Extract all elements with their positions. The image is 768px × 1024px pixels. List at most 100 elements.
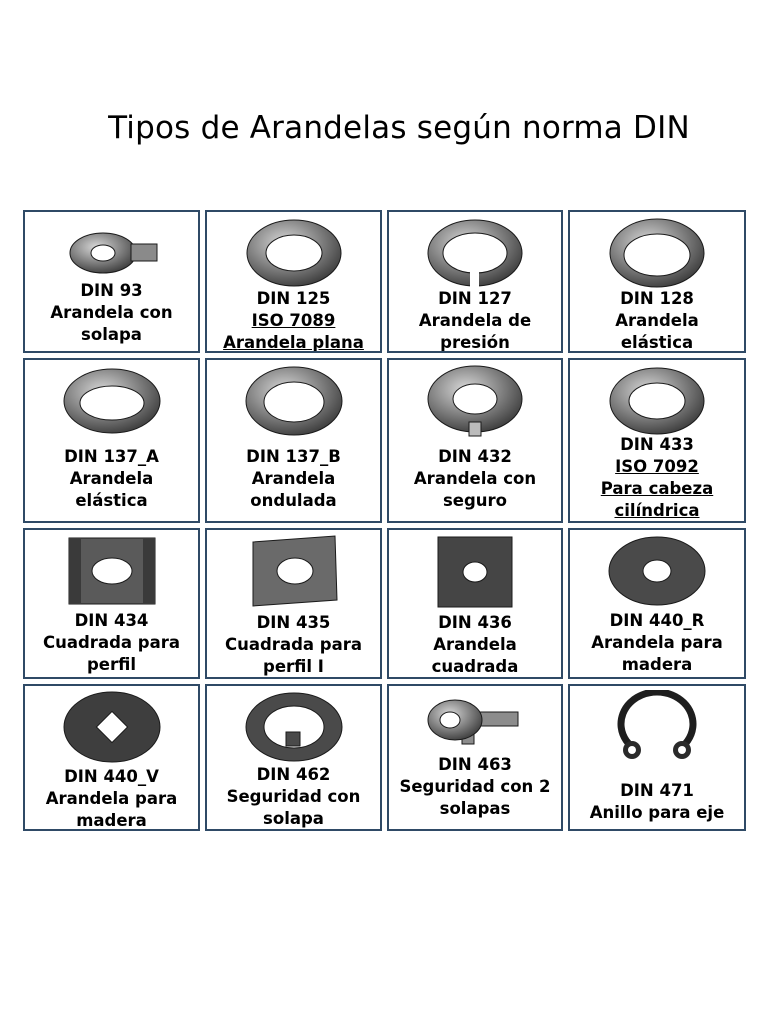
din-code: DIN 127 [438,289,512,308]
split-lock-washer-icon [427,219,523,288]
washer-description-line: Arandela con [413,469,537,488]
din-code: DIN 435 [256,613,331,632]
washer-image [389,364,561,438]
washer-image [25,364,198,438]
square-washer-icon [437,536,513,608]
washer-description-line: Cuadrada para [43,633,180,652]
wood-washer-icon [608,536,706,606]
wave-washer-icon [245,366,342,436]
washer-description-line: solapas [439,799,511,818]
washer-description-line: Arandela de [418,311,532,330]
washer-description-line: Arandela [615,311,699,330]
washer-description-line: elástica [620,333,694,352]
washer-description-line: cuadrada [431,657,519,676]
inner-tab-washer-icon [245,692,342,762]
washer-description-line: Cuadrada para [225,635,362,654]
page-title: Tipos de Arandelas según norma DIN [108,110,690,146]
tab-lock-washer-icon [427,365,523,437]
double-tab-washer-icon [427,699,519,745]
washer-description-line: madera [76,811,147,830]
washer-image [207,216,380,290]
washer-card: DIN 137_B Arandela ondulada [205,358,382,523]
washer-description-line: Arandela [69,469,154,488]
washer-image [25,534,198,608]
curved-spring-washer-icon [609,218,705,288]
washer-image [570,690,744,764]
din-code: DIN 440_R [609,611,705,630]
washer-image [570,534,744,608]
washer-image [25,216,198,290]
washer-image [570,364,744,438]
din-code: DIN 440_V [64,767,159,786]
washer-image [25,690,198,764]
washer-image [207,690,380,764]
din-code: DIN 436 [438,613,512,632]
washer-description-line: solapa [81,325,142,344]
washer-image [389,690,561,764]
washer-description-line: seguro [442,491,508,510]
washer-description-line: perfil I [263,657,324,676]
washer-description-line: cilíndrica [614,501,700,520]
square-beam-washer-icon [252,535,338,607]
washer-card: DIN 440_R Arandela para madera [568,528,746,679]
din-code: DIN 462 [256,765,331,784]
washer-image [570,216,744,290]
washer-image [207,364,380,438]
washer-description-line: ISO 7092 [615,457,699,476]
flat-washer-icon [246,219,341,287]
din-code: DIN 434 [74,611,149,630]
din-code: DIN 433 [620,435,694,454]
curved-washer-icon [63,368,160,434]
square-hole-washer-icon [63,691,160,763]
washer-image [389,534,561,608]
washer-description-line: Seguridad con [226,787,361,806]
washer-image [207,534,380,608]
washer-description-line: ondulada [250,491,337,510]
din-code: DIN 125 [256,289,331,308]
din-code: DIN 471 [620,781,694,800]
washer-description-line: Anillo para eje [589,803,725,822]
washer-label: DIN 440_V Arandela para madera [25,766,198,830]
washer-description-line: madera [621,655,693,674]
washer-description-line: Arandela con [50,303,173,322]
retaining-ring-icon [617,690,697,759]
square-channel-washer-icon [68,537,155,605]
din-code: DIN 137_B [246,447,341,466]
washer-description-line: perfil [86,655,137,674]
washer-label: DIN 440_R Arandela para madera [570,610,744,676]
washer-label: DIN 137_B Arandela ondulada [207,446,380,512]
washer-description-line: Arandela [433,635,517,654]
washer-image [389,216,561,290]
washer-description-line: Para cabeza [600,479,714,498]
washer-description-line: Arandela [251,469,336,488]
washer-description-line: Seguridad con 2 [399,777,551,796]
washer-description-line: solapa [263,809,324,828]
washer-card: DIN 440_V Arandela para madera [23,684,200,831]
washer-description-line: Arandela para [45,789,178,808]
washer-description-line: Arandela para [591,633,723,652]
washer-description-line: elástica [75,491,148,510]
small-flat-washer-icon [609,367,705,435]
